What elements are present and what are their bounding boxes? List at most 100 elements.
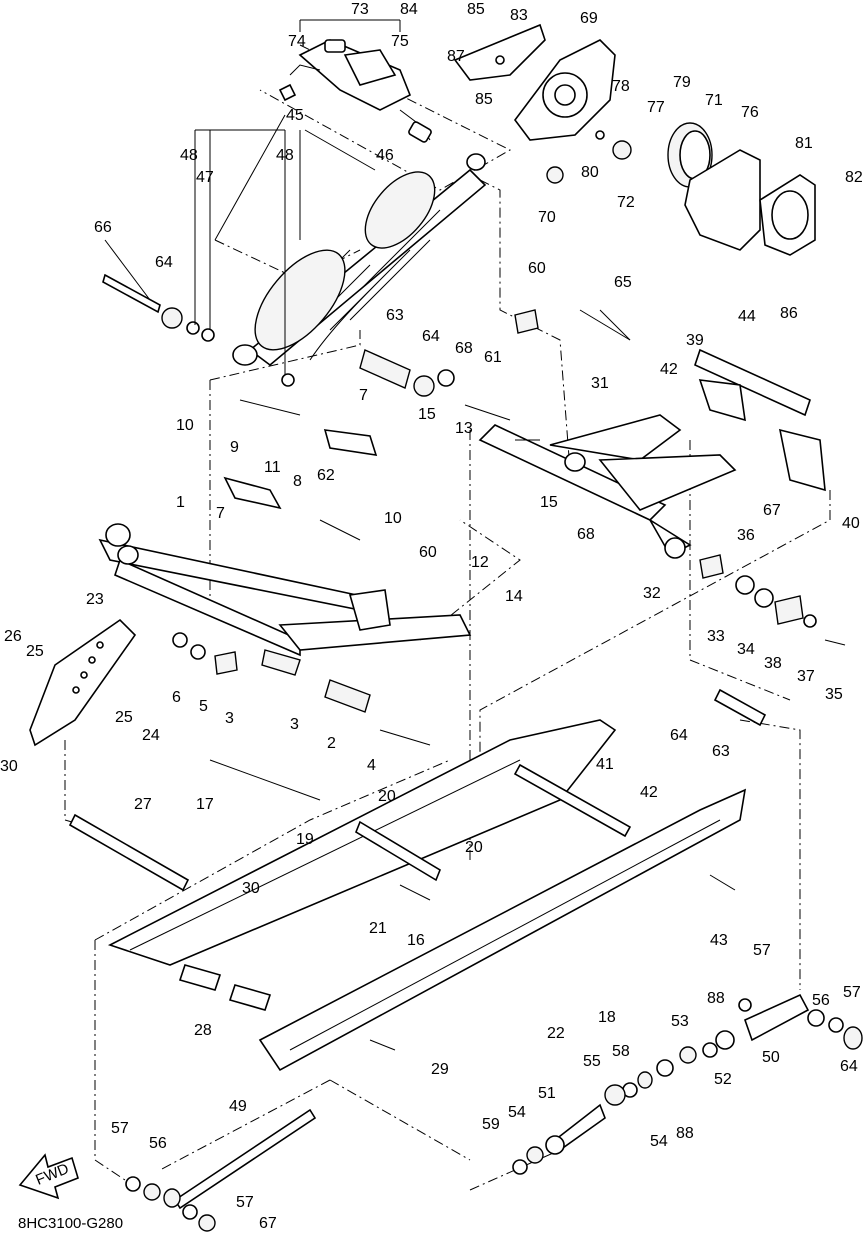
- rear-arm-31: [478, 414, 737, 559]
- collars-middle: [359, 309, 631, 421]
- part-label: 57: [753, 942, 771, 959]
- part-label: 26: [4, 628, 22, 645]
- part-label: 17: [196, 796, 214, 813]
- part-label: 63: [712, 743, 730, 760]
- bushings-upper-left: [102, 273, 295, 387]
- part-label: 65: [614, 274, 632, 291]
- part-label: 47: [196, 169, 214, 186]
- part-label: 9: [230, 439, 239, 456]
- cover-81: [759, 174, 816, 256]
- part-label: 16: [407, 932, 425, 949]
- part-label: 31: [591, 375, 609, 392]
- part-label: 14: [505, 588, 523, 605]
- part-label: 33: [707, 628, 725, 645]
- brackets-7: [223, 429, 378, 510]
- part-label: 68: [455, 340, 473, 357]
- part-label: 42: [660, 361, 678, 378]
- rear-axle-parts: [512, 993, 863, 1175]
- part-label: 22: [547, 1025, 565, 1042]
- leader-lines: [104, 19, 540, 441]
- part-label: 44: [738, 308, 756, 325]
- part-label: 40: [842, 515, 860, 532]
- part-label: 38: [764, 655, 782, 672]
- part-label: 12: [471, 554, 489, 571]
- part-label: 84: [400, 1, 418, 18]
- part-label: 83: [510, 7, 528, 24]
- part-label: 2: [327, 735, 336, 752]
- part-label: 53: [671, 1013, 689, 1030]
- part-label: 69: [580, 10, 598, 27]
- part-label: 20: [465, 839, 483, 856]
- part-label: 30: [0, 758, 18, 775]
- part-label: 48: [180, 147, 198, 164]
- part-label: 58: [612, 1043, 630, 1060]
- part-label: 74: [288, 33, 306, 50]
- part-label: 41: [596, 756, 614, 773]
- collars-right: [699, 554, 817, 628]
- part-label: 52: [714, 1071, 732, 1088]
- part-label: 67: [763, 502, 781, 519]
- part-label: 20: [378, 788, 396, 805]
- part-label: 85: [475, 91, 493, 108]
- part-label: 8: [293, 473, 302, 490]
- part-label: 23: [86, 591, 104, 608]
- part-label: 45: [286, 107, 304, 124]
- part-label: 73: [351, 1, 369, 18]
- part-label: 60: [419, 544, 437, 561]
- part-label: 77: [647, 99, 665, 116]
- part-label: 64: [840, 1058, 858, 1075]
- part-label: 30: [242, 880, 260, 897]
- part-label: 66: [94, 219, 112, 236]
- part-label: 34: [737, 641, 755, 658]
- part-label: 35: [825, 686, 843, 703]
- part-label: 56: [812, 992, 830, 1009]
- part-label: 4: [367, 757, 376, 774]
- gears-70-72-80: [546, 130, 632, 184]
- part-label: 72: [617, 194, 635, 211]
- part-label: 6: [172, 689, 181, 706]
- front-arm-1: [98, 523, 472, 657]
- part-label: 48: [276, 147, 294, 164]
- part-label: 36: [737, 527, 755, 544]
- part-label: 55: [583, 1053, 601, 1070]
- bolts: [239, 309, 846, 1051]
- axle-49: [125, 1108, 317, 1232]
- part-label: 57: [236, 1194, 254, 1211]
- plate-23: [29, 618, 137, 747]
- small-bushings-left: [172, 632, 371, 713]
- part-label: 61: [484, 349, 502, 366]
- part-label: 15: [418, 406, 436, 423]
- fwd-arrow-icon: FWD: [18, 1153, 79, 1200]
- part-label: 62: [317, 467, 335, 484]
- shock-absorber: [232, 153, 487, 367]
- part-label: 64: [422, 328, 440, 345]
- part-label: 7: [359, 387, 368, 404]
- part-label: 1: [176, 494, 185, 511]
- part-label: 82: [845, 169, 863, 186]
- part-label: 88: [707, 990, 725, 1007]
- part-label: 64: [155, 254, 173, 271]
- part-label: 59: [482, 1116, 500, 1133]
- reference-code: 8HC3100-G280: [18, 1215, 123, 1232]
- part-label: 10: [176, 417, 194, 434]
- housing-69: [514, 39, 616, 141]
- part-label: 86: [780, 305, 798, 322]
- part-label: 71: [705, 92, 723, 109]
- part-label: 70: [538, 209, 556, 226]
- shafts: [68, 688, 767, 1011]
- part-label: 3: [225, 710, 234, 727]
- part-label: 27: [134, 796, 152, 813]
- part-label: 21: [369, 920, 387, 937]
- part-label: 39: [686, 332, 704, 349]
- guard-83: [453, 23, 546, 81]
- reservoir-assembly: [278, 39, 432, 143]
- part-label: 54: [650, 1133, 668, 1150]
- part-label: 28: [194, 1022, 212, 1039]
- part-label: 3: [290, 716, 299, 733]
- part-label: 29: [431, 1061, 449, 1078]
- part-label: 88: [676, 1125, 694, 1142]
- part-label: 68: [577, 526, 595, 543]
